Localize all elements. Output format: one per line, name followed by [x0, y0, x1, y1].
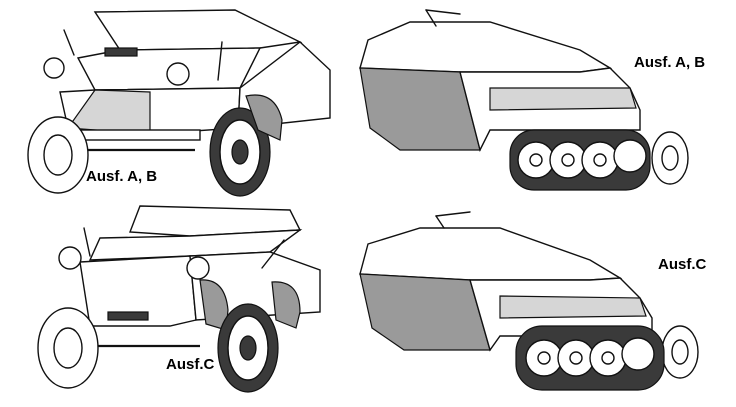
front-top-label: Ausf. A, B — [86, 168, 158, 185]
side-top-label: Ausf. A, B — [634, 54, 706, 71]
side-view-ausf-ab: Ausf. A, B — [340, 0, 736, 200]
side-view-ausf-c: Ausf.C — [340, 200, 736, 402]
front-view-ausf-ab: Ausf. A, B — [0, 0, 340, 200]
front-bottom-label: Ausf.C — [166, 356, 215, 373]
front-view-ausf-ab-drawing — [27, 9, 331, 197]
front-view-ausf-c-drawing — [37, 205, 321, 393]
front-view-ausf-c: Ausf.C — [0, 200, 340, 402]
side-view-ausf-ab-drawing — [359, 9, 689, 191]
side-view-ausf-c-drawing — [359, 211, 699, 391]
side-bottom-label: Ausf.C — [658, 256, 707, 273]
